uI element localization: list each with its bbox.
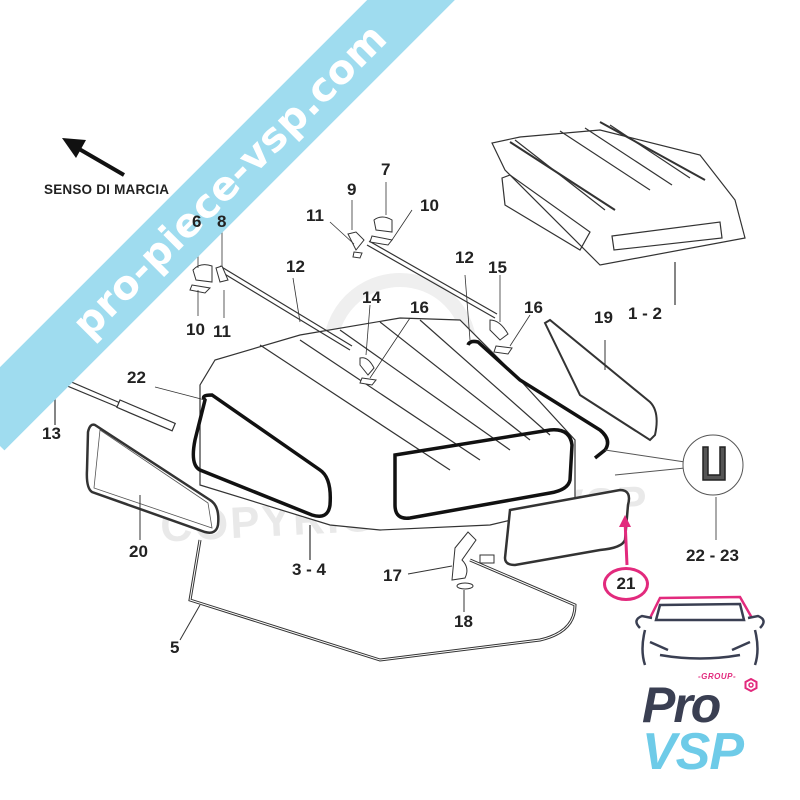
side-window-seal [191, 393, 333, 518]
hardtop-assembly [491, 121, 746, 305]
logo-vsp-text: VSP [642, 723, 744, 781]
part-label-16b: 16 [524, 298, 543, 317]
part-label-21: 21 [616, 574, 636, 593]
logo-car-icon [635, 595, 765, 666]
part-label-14: 14 [362, 288, 381, 307]
part-label-22-23: 22 - 23 [686, 546, 739, 565]
tailgate-seal [466, 339, 610, 460]
part-label-17: 17 [383, 566, 402, 585]
part-label-9: 9 [347, 180, 357, 199]
highlighted-part-callout: 21 [603, 567, 649, 601]
part-label-11a: 11 [213, 322, 231, 341]
part-label-3-4: 3 - 4 [292, 560, 327, 579]
tailgate-glass [543, 318, 658, 442]
part-label-10b: 10 [420, 196, 439, 215]
part-label-16a: 16 [410, 298, 429, 317]
provsp-logo: -GROUP- Pro VSP [620, 590, 790, 781]
hardtop-exploded [199, 317, 576, 560]
part-label-1-2: 1 - 2 [628, 304, 663, 323]
rear-window-glass [503, 488, 631, 567]
part-label-19: 19 [594, 308, 613, 327]
part-label-12a: 12 [286, 257, 305, 276]
side-window-glass [85, 423, 220, 534]
callout-arrow-21 [623, 519, 629, 566]
lock-assembly [407, 531, 495, 612]
part-label-10a: 10 [186, 320, 205, 339]
part-label-20: 20 [129, 542, 148, 561]
part-label-7: 7 [381, 160, 391, 179]
part-label-22: 22 [127, 368, 146, 387]
logo-pro-text: Pro [642, 677, 721, 733]
direction-arrow-icon [62, 138, 126, 177]
brackets [189, 216, 513, 386]
part-label-6: 6 [192, 212, 202, 231]
roof-rails [217, 240, 498, 351]
part-label-13: 13 [42, 424, 61, 443]
part-label-15: 15 [488, 258, 507, 277]
hex-nut-icon [744, 678, 758, 692]
logo-group-text: -GROUP- [698, 672, 737, 681]
seal-section-detail [604, 434, 744, 540]
part-label-8: 8 [217, 212, 227, 231]
rear-window-seal [393, 428, 574, 520]
part-label-18: 18 [454, 612, 473, 631]
part-label-12b: 12 [455, 248, 474, 267]
part-label-5: 5 [170, 638, 180, 657]
part-label-11b: 11 [306, 206, 324, 225]
direction-label: SENSO DI MARCIA [44, 182, 170, 197]
